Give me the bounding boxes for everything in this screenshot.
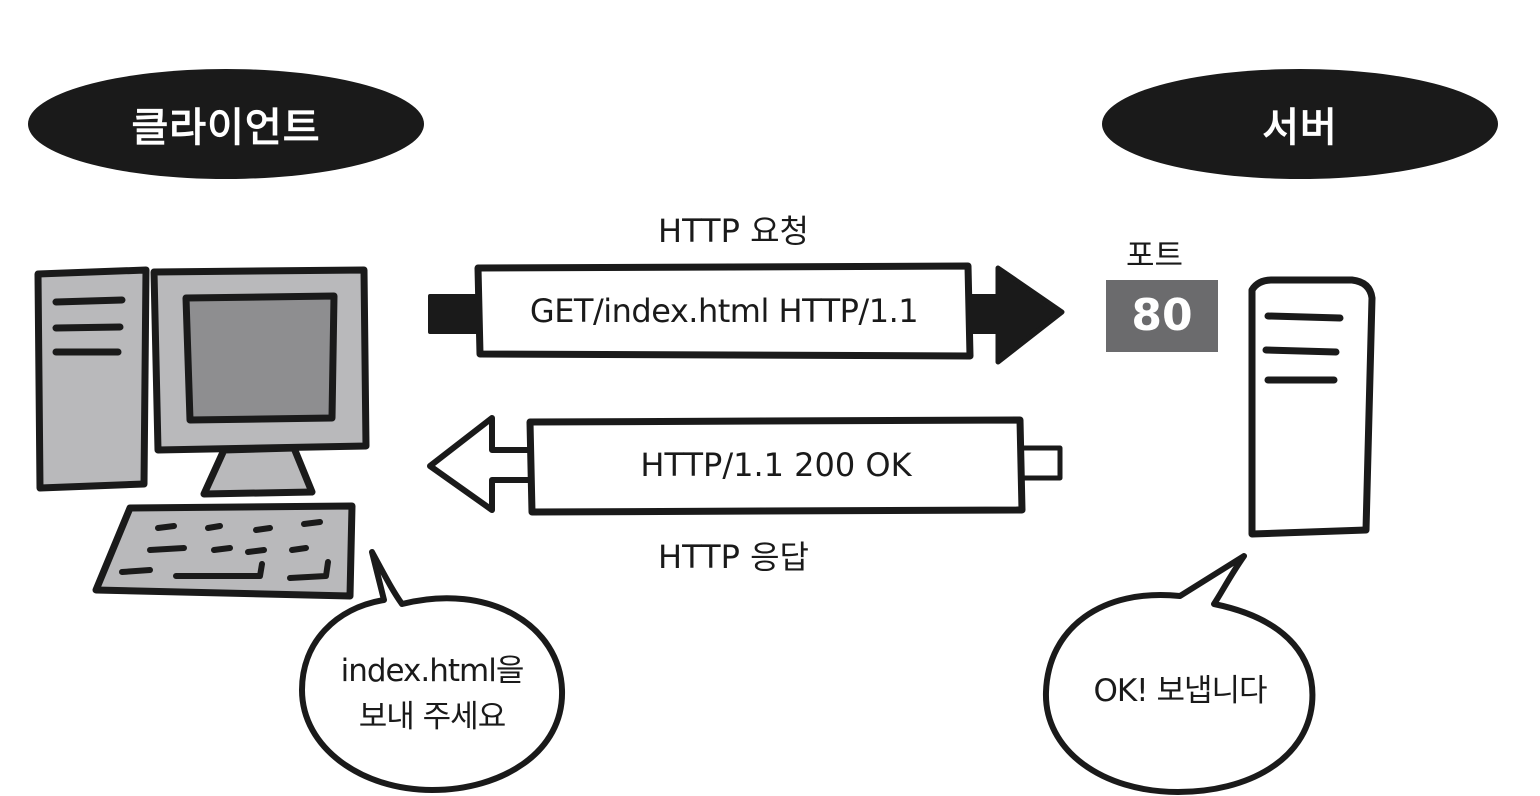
server-header-pill xyxy=(1102,69,1498,179)
client-bubble-line-1: index.html을 xyxy=(340,653,525,689)
server-tower-icon xyxy=(1248,276,1376,538)
client-label: 클라이언트 xyxy=(131,105,321,151)
request-arrow xyxy=(428,262,1065,365)
client-bubble-text: index.html을 보내 주세요 xyxy=(312,648,552,740)
port-caption: 포트 xyxy=(1126,238,1184,274)
response-arrow xyxy=(427,415,1063,516)
response-line: HTTP/1.1 200 OK xyxy=(640,446,912,484)
server-speech-bubble xyxy=(1042,553,1316,795)
server-bubble-text: OK! 보냅니다 xyxy=(1093,673,1267,709)
client-header-pill xyxy=(28,69,424,179)
port-number: 80 xyxy=(1131,290,1193,341)
client-bubble-line-2: 보내 주세요 xyxy=(358,699,506,735)
client-speech-bubble xyxy=(299,549,566,793)
desktop-computer-icon xyxy=(34,266,370,600)
server-label: 서버 xyxy=(1262,105,1338,151)
port-badge xyxy=(1106,280,1218,352)
response-caption: HTTP 응답 xyxy=(658,538,809,576)
request-caption: HTTP 요청 xyxy=(658,212,809,250)
request-line: GET/index.html HTTP/1.1 xyxy=(529,292,919,330)
